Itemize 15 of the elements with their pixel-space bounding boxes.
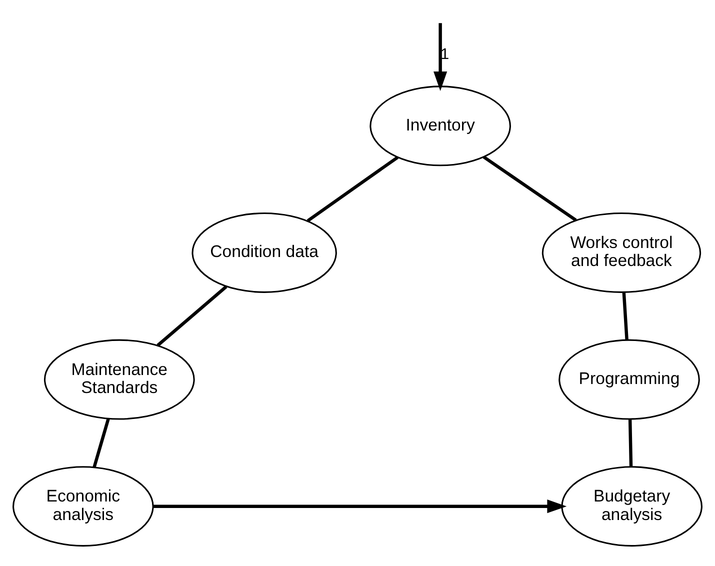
node-ellipse: Works control and feedback [542, 212, 702, 292]
connector [306, 155, 399, 222]
node-ellipse: Inventory [370, 85, 511, 166]
node-ellipse: Economic analysis [12, 466, 154, 546]
connector [628, 418, 633, 466]
connector [622, 292, 628, 340]
arrow [434, 22, 448, 90]
node-ellipse: Condition data [192, 212, 337, 292]
arrow [153, 499, 567, 513]
connector [156, 284, 228, 346]
node-ellipse: Programming [558, 338, 700, 420]
node-ellipse: Maintenance Standards [44, 338, 195, 420]
connector [482, 155, 577, 222]
connector [92, 418, 110, 468]
node-ellipse: Budgetary analysis [561, 466, 702, 546]
